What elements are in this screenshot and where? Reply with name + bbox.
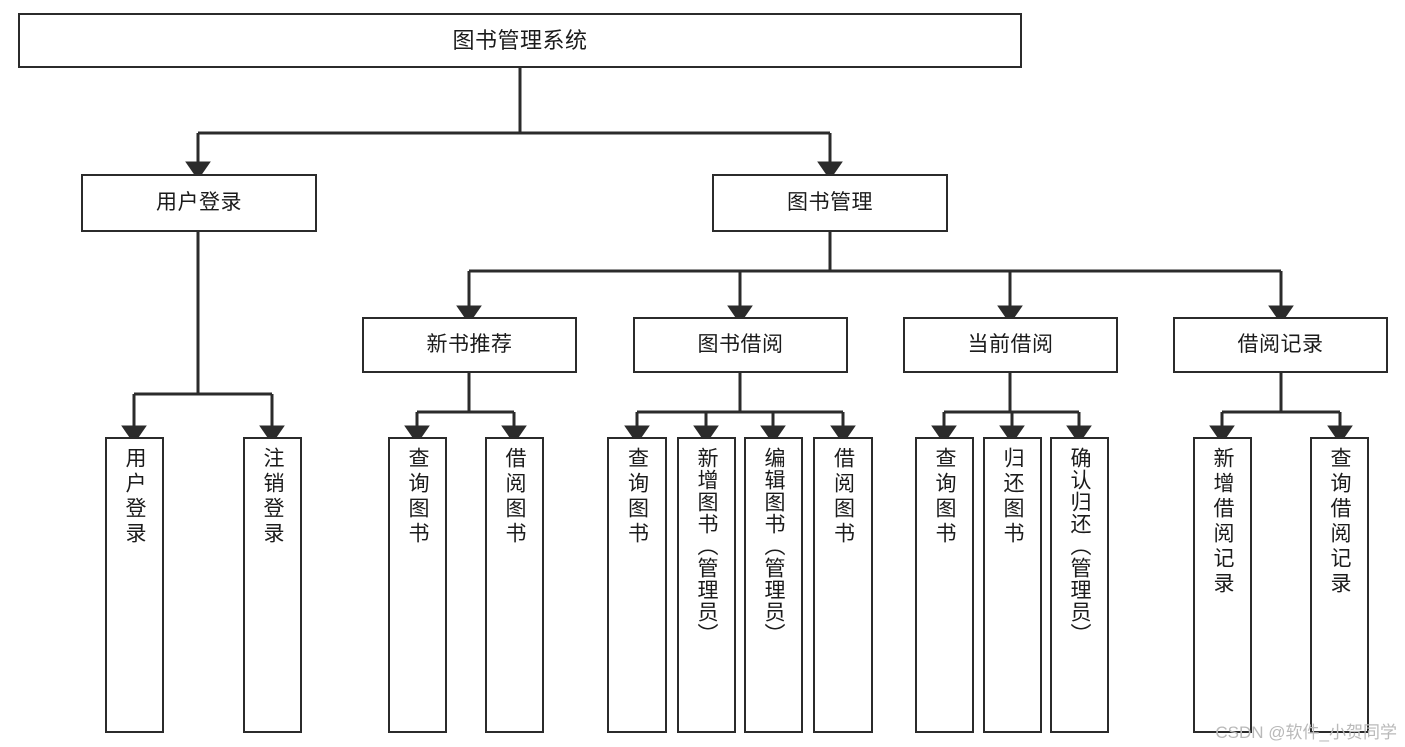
node-label: 图书管理 [787, 190, 873, 214]
node-label: 归还图书 [1001, 447, 1024, 547]
leaf-query-borrow-record[interactable]: 查询借阅记录 [1310, 437, 1369, 733]
leaf-return-books[interactable]: 归还图书 [983, 437, 1042, 733]
node-label: 用户登录 [123, 447, 146, 547]
node-label: 查询图书 [625, 447, 649, 547]
node-label: 图书管理系统 [452, 27, 588, 53]
leaf-query-books-current[interactable]: 查询图书 [915, 437, 974, 733]
leaf-query-books-recommend[interactable]: 查询图书 [388, 437, 447, 733]
leaf-borrow-books-recommend[interactable]: 借阅图书 [485, 437, 544, 733]
node-root-book-management-system[interactable]: 图书管理系统 [18, 13, 1022, 68]
leaf-add-book-admin[interactable]: 新增图书（管理员） [677, 437, 736, 733]
node-label: 新书推荐 [426, 332, 513, 356]
node-label: 查询图书 [406, 447, 429, 547]
node-new-book-recommendation[interactable]: 新书推荐 [362, 317, 577, 373]
leaf-user-login[interactable]: 用户登录 [105, 437, 164, 733]
node-label: 借阅图书 [831, 447, 855, 547]
node-book-management[interactable]: 图书管理 [712, 174, 948, 232]
node-book-borrowing[interactable]: 图书借阅 [633, 317, 848, 373]
node-label: 当前借阅 [967, 332, 1054, 356]
node-borrowing-record[interactable]: 借阅记录 [1173, 317, 1388, 373]
leaf-query-books-borrow[interactable]: 查询图书 [607, 437, 667, 733]
node-label: 新增借阅记录 [1211, 447, 1234, 597]
csdn-watermark: CSDN @软件_小贺同学 [1215, 723, 1397, 742]
node-label: 确认归还（管理员） [1068, 447, 1091, 645]
node-label: 查询借阅记录 [1328, 447, 1351, 597]
node-label: 编辑图书（管理员） [762, 447, 785, 645]
node-label: 借阅记录 [1237, 332, 1324, 356]
leaf-logout[interactable]: 注销登录 [243, 437, 302, 733]
node-label: 注销登录 [261, 447, 284, 547]
leaf-borrow-books[interactable]: 借阅图书 [813, 437, 873, 733]
node-label: 查询图书 [933, 447, 956, 547]
leaf-add-borrow-record[interactable]: 新增借阅记录 [1193, 437, 1252, 733]
node-label: 图书借阅 [697, 332, 784, 356]
leaf-confirm-return-admin[interactable]: 确认归还（管理员） [1050, 437, 1109, 733]
node-label: 用户登录 [156, 190, 242, 214]
leaf-edit-book-admin[interactable]: 编辑图书（管理员） [744, 437, 803, 733]
node-user-login[interactable]: 用户登录 [81, 174, 317, 232]
node-label: 借阅图书 [503, 447, 526, 547]
node-current-borrowing[interactable]: 当前借阅 [903, 317, 1118, 373]
node-label: 新增图书（管理员） [695, 447, 718, 645]
